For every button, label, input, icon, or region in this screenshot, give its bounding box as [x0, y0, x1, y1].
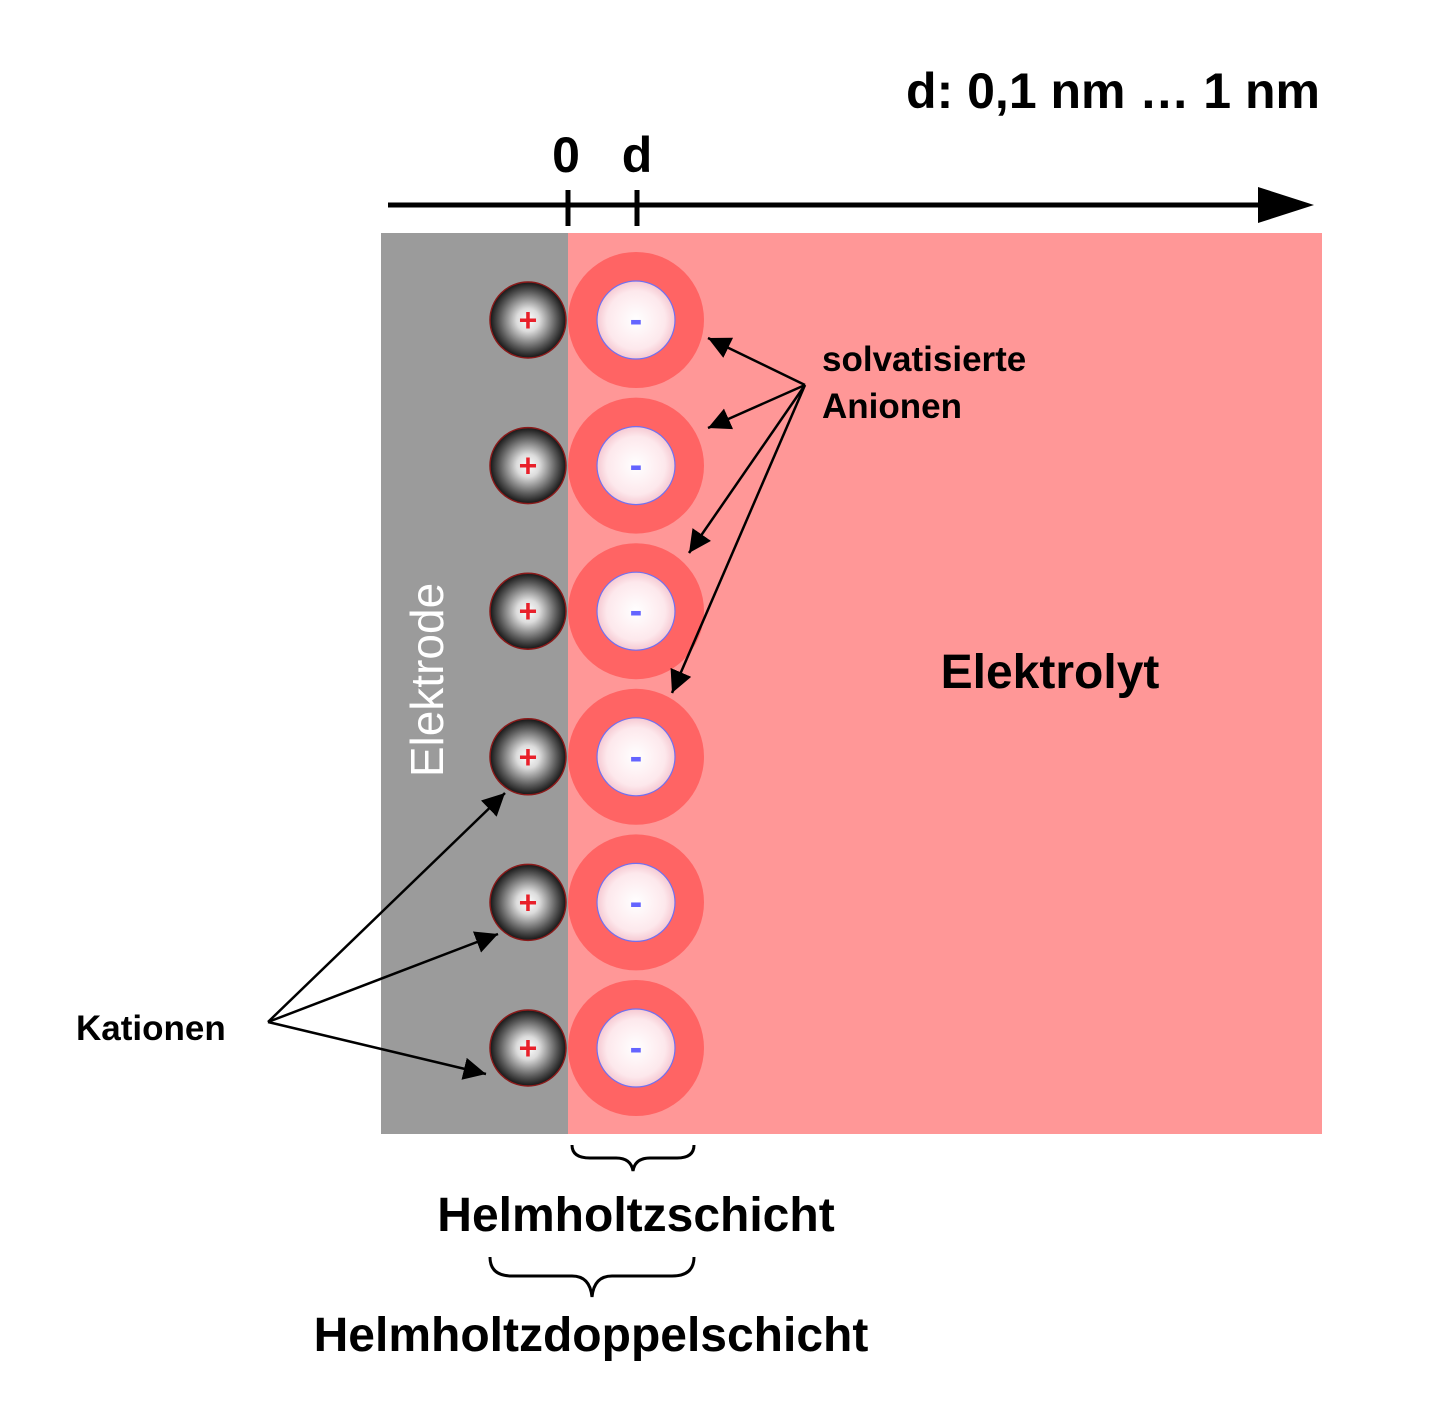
double-layer-label: Helmholtzdoppelschicht — [314, 1309, 869, 1362]
cation-sign: + — [519, 302, 538, 338]
double-layer-brace — [488, 1256, 696, 1298]
cation-arrow-1 — [267, 792, 506, 1023]
cation — [489, 1009, 567, 1087]
anion-sign: - — [630, 881, 643, 923]
cation-arrow-3 — [267, 1020, 487, 1080]
cation — [489, 572, 567, 650]
electrolyte-region — [568, 233, 1322, 1134]
range-label: d: 0,1 nm … 1 nm — [906, 63, 1320, 119]
ion-pair: -+ — [489, 834, 704, 971]
ion-pair: -+ — [489, 688, 704, 825]
anion-core — [596, 1008, 676, 1088]
cation — [489, 281, 567, 359]
anion-sign: - — [630, 590, 643, 632]
anion-arrow-1 — [707, 336, 806, 387]
electrolyte-label: Elektrolyt — [941, 646, 1160, 699]
anion-callout-line2: Anionen — [822, 387, 962, 426]
electrode-region — [381, 233, 568, 1134]
cation-arrows — [267, 792, 506, 1080]
axis-origin-label: 0 — [552, 127, 580, 183]
electrode-label: Elektrode — [401, 583, 453, 777]
cation-arrow-2 — [267, 931, 499, 1024]
cation-callout: Kationen — [76, 1009, 226, 1048]
axis-d-label: d — [622, 127, 653, 183]
anion-arrow-2 — [707, 383, 806, 430]
anion-arrow-3 — [687, 384, 807, 554]
cation-sign: + — [519, 448, 538, 484]
anion-core — [596, 862, 676, 943]
ion-pair: -+ — [489, 543, 704, 680]
anion-core — [596, 280, 676, 360]
anion-sign: - — [630, 445, 643, 487]
anion-arrows — [670, 336, 807, 694]
anion-sign: - — [630, 736, 643, 778]
cation — [489, 426, 567, 505]
cation-sign: + — [519, 884, 538, 920]
anion-core — [596, 571, 676, 651]
anion-callout-line1: solvatisierte — [822, 340, 1026, 379]
ion-pair: -+ — [489, 980, 704, 1116]
cation — [489, 718, 567, 796]
helmholtz-layer-brace — [570, 1144, 696, 1172]
anion-arrow-4 — [670, 384, 807, 694]
anion-core — [596, 717, 676, 797]
cation-sign: + — [519, 739, 538, 775]
cation-sign: + — [519, 593, 538, 629]
anion-sign: - — [630, 299, 643, 341]
helmholtz-layer-label: Helmholtzschicht — [437, 1189, 834, 1242]
anion-sign: - — [630, 1027, 643, 1069]
cation-sign: + — [519, 1030, 538, 1066]
distance-axis: 0 d — [388, 127, 1314, 226]
cation — [489, 863, 567, 942]
ion-layer: -+-+-+-+-+-+ — [489, 252, 704, 1116]
anion-core — [596, 426, 676, 506]
axis-arrowhead — [1258, 187, 1314, 223]
ion-pair: -+ — [489, 252, 704, 388]
ion-pair: -+ — [489, 397, 704, 534]
